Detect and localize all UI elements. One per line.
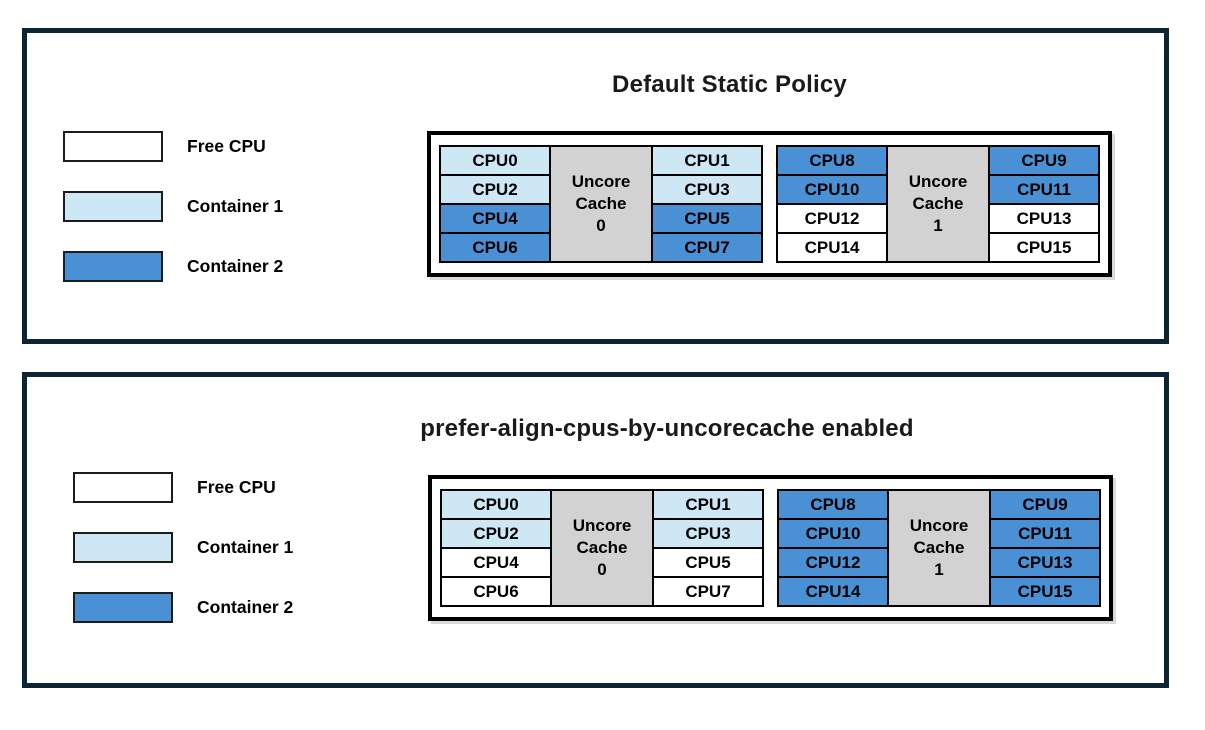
cpu-cell: CPU15 — [989, 576, 1101, 607]
cpu-cell: CPU15 — [988, 232, 1100, 263]
cpu-cell: CPU2 — [440, 518, 552, 549]
legend-label: Free CPU — [187, 136, 266, 156]
cpu-cell: CPU7 — [651, 232, 763, 263]
cpu-cell: CPU9 — [988, 145, 1100, 176]
cpu-cell: CPU13 — [988, 203, 1100, 234]
cpu-cell: CPU3 — [651, 174, 763, 205]
legend-label: Container 1 — [187, 196, 284, 216]
cpu-cell: CPU11 — [988, 174, 1100, 205]
uncore-cache-1-group: CPU8 CPU10 CPU12 CPU14 Uncore Cache 1 CP… — [776, 145, 1100, 263]
cpu-cell: CPU6 — [439, 232, 551, 263]
legend-label: Container 1 — [197, 537, 294, 557]
panel-prefer-align-cpus-by-uncorecache: prefer-align-cpus-by-uncorecache enabled… — [22, 372, 1169, 688]
cache-label-line: Cache — [912, 193, 964, 213]
cpu-cell: CPU7 — [652, 576, 764, 607]
legend-swatch-free-cpu — [63, 131, 163, 162]
legend-item-container-2: Container 2 — [63, 251, 283, 282]
cpu-column-even: CPU8 CPU10 CPU12 CPU14 — [777, 489, 889, 607]
legend-label: Container 2 — [197, 597, 294, 617]
cpu-cell: CPU6 — [440, 576, 552, 607]
cpu-cell: CPU13 — [989, 547, 1101, 578]
panel-title: Default Static Policy — [612, 71, 847, 98]
legend-label: Container 2 — [187, 256, 284, 276]
legend-item-free-cpu: Free CPU — [63, 131, 283, 162]
legend: Free CPU Container 1 Container 2 — [63, 131, 283, 311]
cpu-cell: CPU14 — [777, 576, 889, 607]
cache-label-line: 1 — [933, 216, 943, 236]
cache-label-line: Uncore — [572, 515, 632, 535]
cache-label-line: Uncore — [908, 171, 968, 191]
uncore-cache-0-box: Uncore Cache 0 — [550, 489, 654, 607]
uncore-cache-0-group: CPU0 CPU2 CPU4 CPU6 Uncore Cache 0 CPU1 … — [439, 145, 763, 263]
legend-swatch-free-cpu — [73, 472, 173, 503]
panel-default-static-policy: Default Static Policy Free CPU Container… — [22, 28, 1169, 344]
cpu-column-even: CPU0 CPU2 CPU4 CPU6 — [440, 489, 552, 607]
cpu-cell: CPU10 — [777, 518, 889, 549]
cpu-cell: CPU4 — [439, 203, 551, 234]
cpu-cell: CPU5 — [651, 203, 763, 234]
cache-label-line: Uncore — [571, 171, 631, 191]
cpu-cell: CPU4 — [440, 547, 552, 578]
cpu-column-even: CPU8 CPU10 CPU12 CPU14 — [776, 145, 888, 263]
uncore-cache-1-box: Uncore Cache 1 — [887, 489, 991, 607]
cpu-cell: CPU9 — [989, 489, 1101, 520]
cpu-column-even: CPU0 CPU2 CPU4 CPU6 — [439, 145, 551, 263]
cpu-cell: CPU3 — [652, 518, 764, 549]
legend-item-container-2: Container 2 — [73, 592, 293, 623]
cpu-cell: CPU1 — [652, 489, 764, 520]
cpu-cell: CPU8 — [777, 489, 889, 520]
cpu-cell: CPU2 — [439, 174, 551, 205]
cpu-cell: CPU14 — [776, 232, 888, 263]
legend-item-free-cpu: Free CPU — [73, 472, 293, 503]
legend-swatch-container-2 — [63, 251, 163, 282]
uncore-cache-1-box: Uncore Cache 1 — [886, 145, 990, 263]
cpu-cell: CPU12 — [776, 203, 888, 234]
cache-label-line: Cache — [913, 537, 965, 557]
cache-label-line: Cache — [576, 537, 628, 557]
legend-swatch-container-2 — [73, 592, 173, 623]
panel-title: prefer-align-cpus-by-uncorecache enabled — [420, 415, 914, 442]
cache-label-line: 0 — [597, 560, 607, 580]
cpu-cell: CPU10 — [776, 174, 888, 205]
cpu-column-odd: CPU9 CPU11 CPU13 CPU15 — [989, 489, 1101, 607]
legend-swatch-container-1 — [73, 532, 173, 563]
legend-swatch-container-1 — [63, 191, 163, 222]
cpu-cell: CPU0 — [440, 489, 552, 520]
uncore-cache-0-box: Uncore Cache 0 — [549, 145, 653, 263]
legend-label: Free CPU — [197, 477, 276, 497]
uncore-cache-1-group: CPU8 CPU10 CPU12 CPU14 Uncore Cache 1 CP… — [777, 489, 1101, 607]
legend: Free CPU Container 1 Container 2 — [73, 472, 293, 652]
cpu-topology-diagram: CPU0 CPU2 CPU4 CPU6 Uncore Cache 0 CPU1 … — [428, 475, 1113, 621]
uncore-cache-0-group: CPU0 CPU2 CPU4 CPU6 Uncore Cache 0 CPU1 … — [440, 489, 764, 607]
cpu-cell: CPU1 — [651, 145, 763, 176]
cpu-cell: CPU0 — [439, 145, 551, 176]
cache-label-line: Uncore — [909, 515, 969, 535]
cache-label-line: 1 — [934, 560, 944, 580]
cache-label-line: 0 — [596, 216, 606, 236]
cpu-cell: CPU12 — [777, 547, 889, 578]
cpu-column-odd: CPU9 CPU11 CPU13 CPU15 — [988, 145, 1100, 263]
cpu-cell: CPU5 — [652, 547, 764, 578]
cpu-cell: CPU11 — [989, 518, 1101, 549]
cpu-column-odd: CPU1 CPU3 CPU5 CPU7 — [651, 145, 763, 263]
legend-item-container-1: Container 1 — [73, 532, 293, 563]
legend-item-container-1: Container 1 — [63, 191, 283, 222]
cache-label-line: Cache — [575, 193, 627, 213]
cpu-cell: CPU8 — [776, 145, 888, 176]
cpu-topology-diagram: CPU0 CPU2 CPU4 CPU6 Uncore Cache 0 CPU1 … — [427, 131, 1112, 277]
cpu-column-odd: CPU1 CPU3 CPU5 CPU7 — [652, 489, 764, 607]
